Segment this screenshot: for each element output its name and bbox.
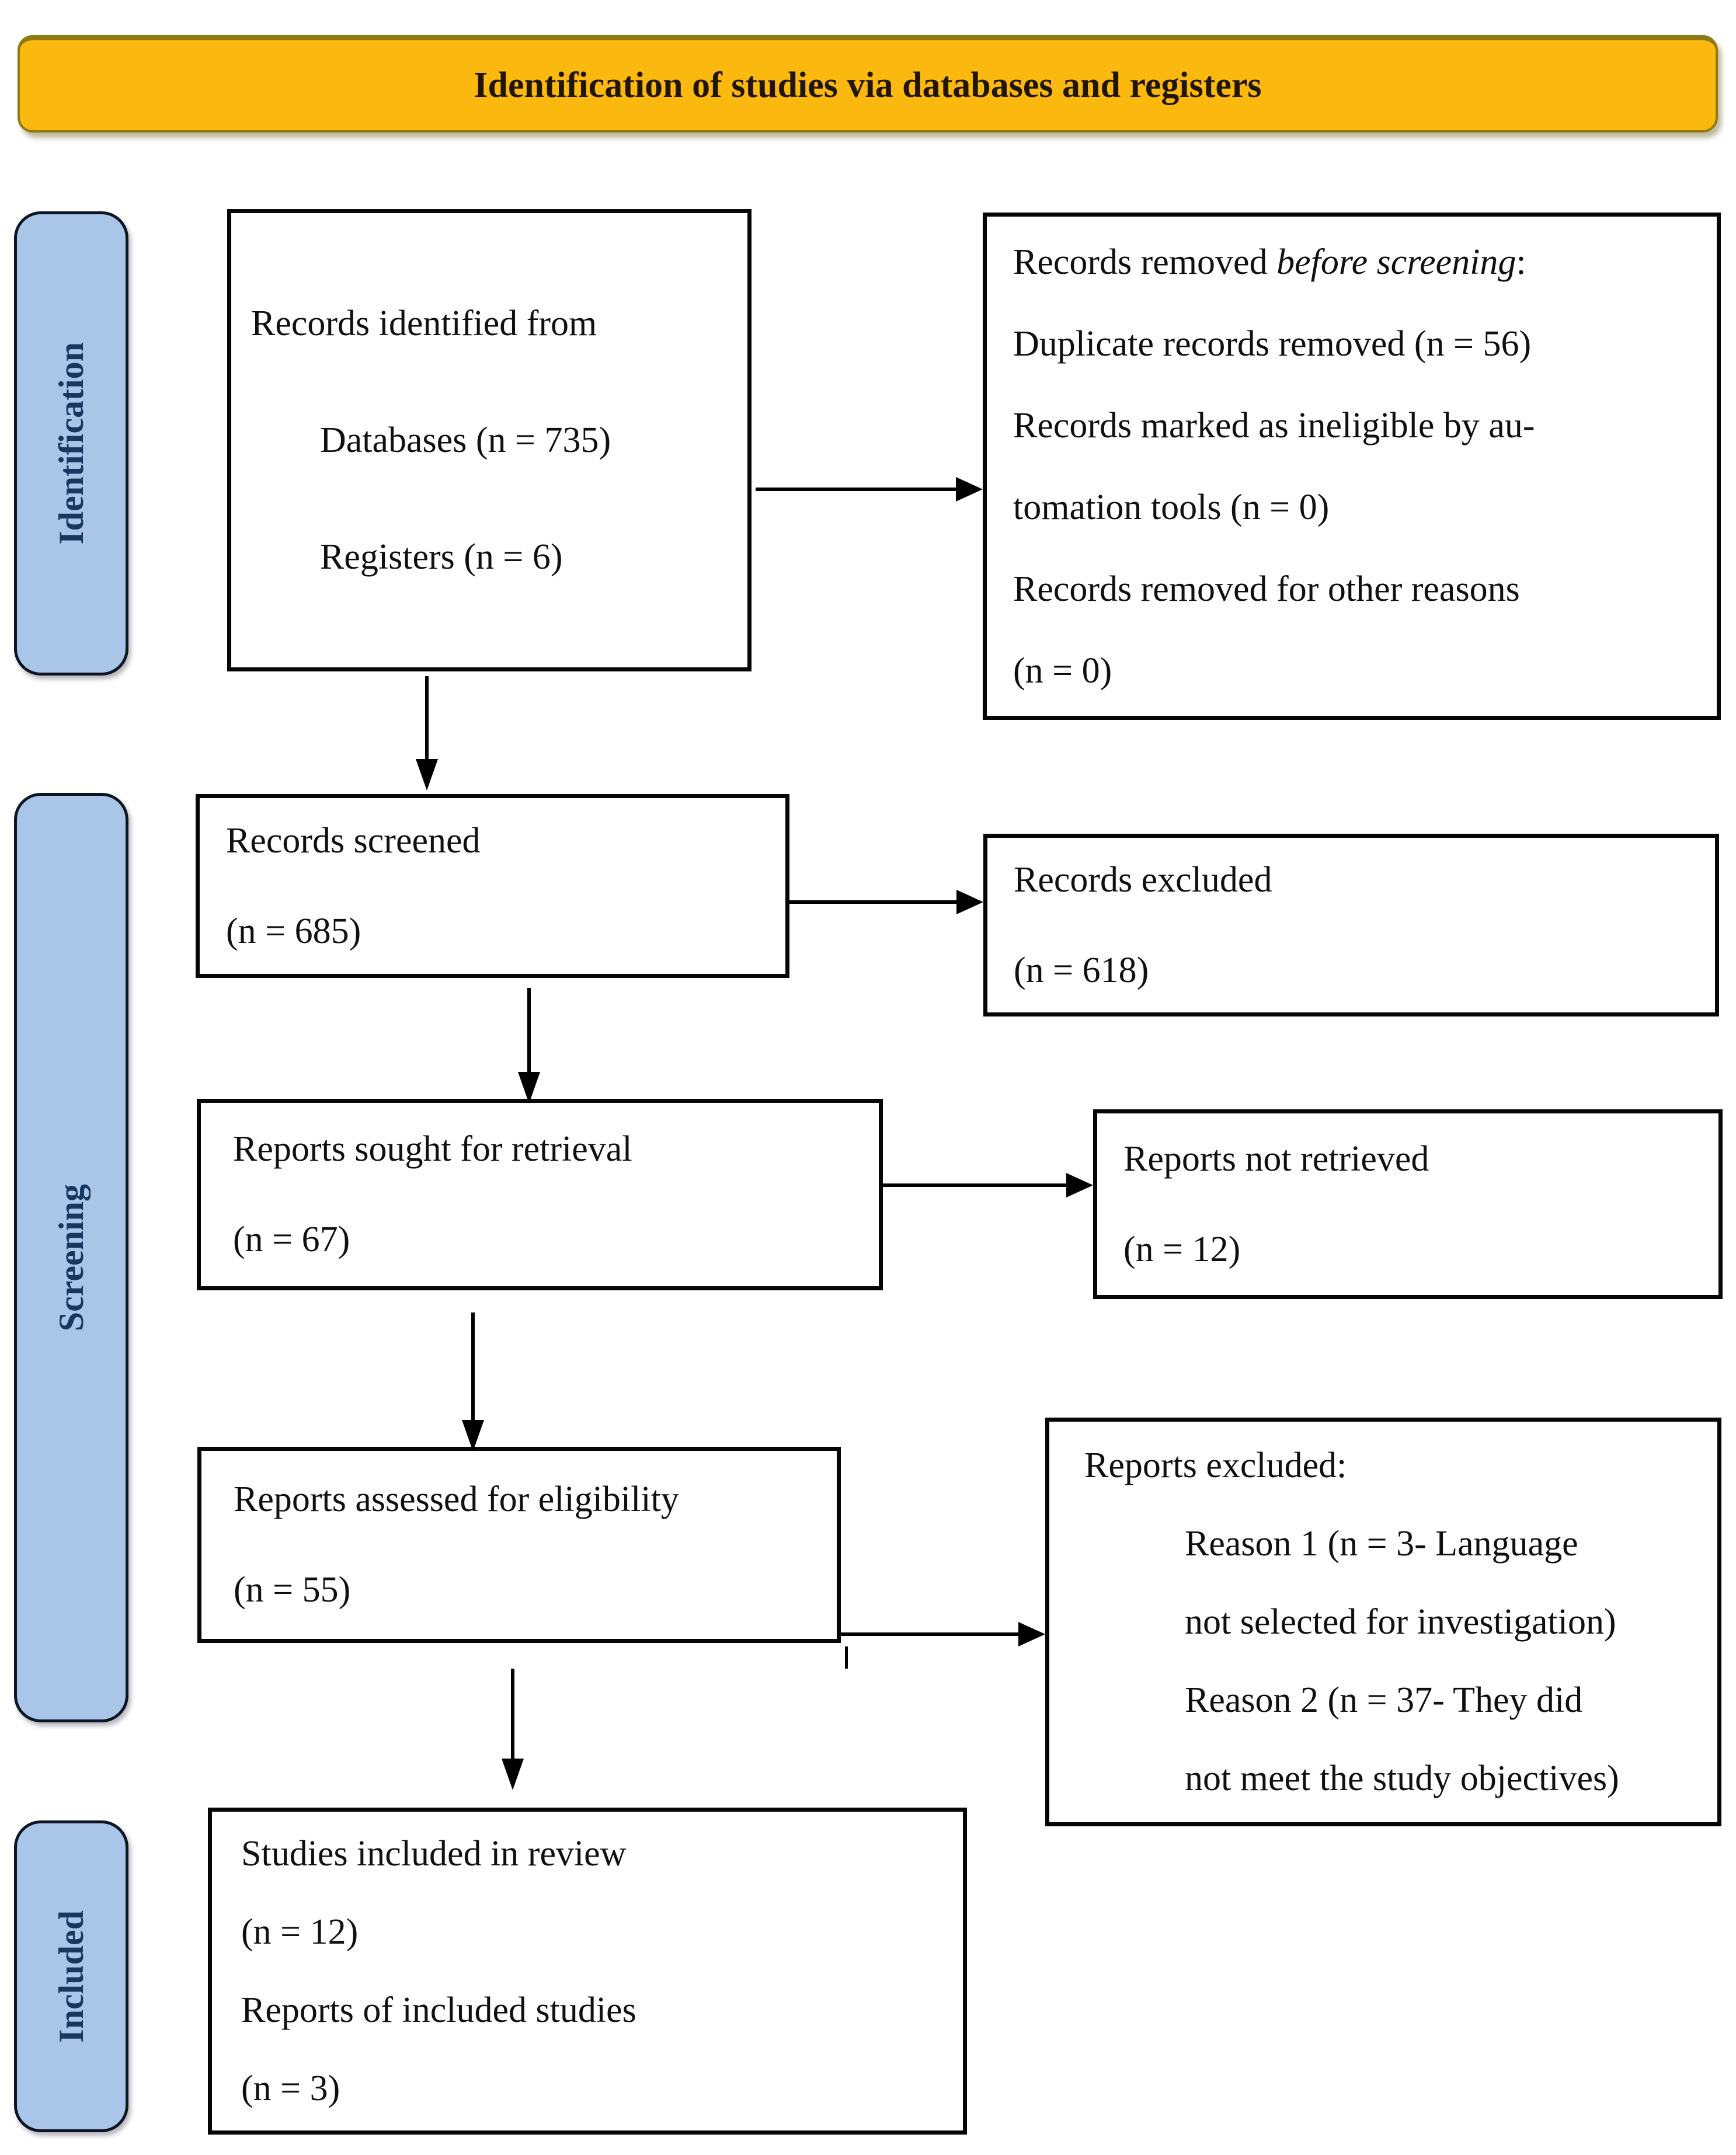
box-reports-excluded-reason: not meet the study objectives): [1185, 1759, 1619, 1798]
box-studies-included-line: Reports of included studies: [241, 1990, 636, 2030]
box-records-excluded-count: (n = 618): [1014, 950, 1149, 990]
box-records-removed-line: Records removed for other reasons: [1013, 569, 1520, 609]
arrow-identified-to-screened-line: [425, 676, 429, 759]
box-reports-excluded-heading: Reports excluded:: [1084, 1446, 1347, 1485]
stage-label-screening-text: Screening: [51, 1183, 91, 1332]
arrow-assessed-to-reports-excluded-line: [841, 1632, 1021, 1636]
box-records-removed-line: tomation tools (n = 0): [1013, 487, 1330, 527]
arrow-assessed-to-included-line: [511, 1669, 514, 1760]
box-studies-included-count: (n = 3): [241, 2069, 340, 2108]
stray-mark: [845, 1646, 848, 1669]
box-records-screened-line: Records screened: [226, 820, 481, 861]
box-reports-sought: Reports sought for retrieval (n = 67): [197, 1099, 883, 1290]
box-records-screened-count: (n = 685): [226, 911, 361, 951]
arrow-screened-to-excluded-line: [789, 900, 958, 904]
box-studies-included-count: (n = 12): [241, 1912, 359, 1952]
box-reports-assessed-line: Reports assessed for eligibility: [234, 1479, 679, 1519]
stage-label-identification-text: Identification: [51, 342, 91, 545]
box-records-removed-line: (n = 0): [1013, 650, 1112, 691]
records-removed-prefix: Records removed: [1013, 242, 1277, 282]
box-reports-sought-line: Reports sought for retrieval: [233, 1129, 632, 1169]
arrow-sought-to-not-retrieved-line: [883, 1183, 1069, 1187]
arrow-screened-to-sought-line: [527, 988, 531, 1073]
box-records-identified: Records identified from Databases (n = 7…: [227, 209, 752, 671]
arrow-assessed-to-reports-excluded-head: [1018, 1622, 1045, 1646]
arrow-assessed-to-included-head: [502, 1759, 524, 1790]
box-reports-excluded: Reports excluded: Reason 1 (n = 3- Langu…: [1045, 1418, 1721, 1826]
arrow-identified-to-removed-head: [956, 477, 983, 502]
box-reports-excluded-reason: Reason 2 (n = 37- They did: [1185, 1680, 1583, 1720]
box-records-removed-before-screening: Records removed before screening: Duplic…: [983, 213, 1721, 720]
arrow-identified-to-screened-head: [416, 759, 438, 791]
box-records-excluded-line: Records excluded: [1014, 859, 1272, 900]
banner: Identification of studies via databases …: [18, 35, 1718, 133]
arrow-sought-to-not-retrieved-head: [1066, 1173, 1093, 1197]
box-records-removed-heading: Records removed before screening:: [1013, 221, 1717, 303]
box-records-identified-line: Records identified from: [251, 304, 597, 343]
box-reports-not-retrieved-count: (n = 12): [1123, 1229, 1241, 1269]
stage-label-included-text: Included: [51, 1910, 91, 2043]
box-reports-excluded-reason: Reason 1 (n = 3- Language: [1185, 1524, 1578, 1564]
box-records-removed-line: Duplicate records removed (n = 56): [1013, 323, 1532, 364]
box-records-screened: Records screened (n = 685): [196, 794, 789, 978]
box-reports-sought-count: (n = 67): [233, 1220, 350, 1259]
arrow-sought-to-assessed-line: [471, 1313, 475, 1421]
stage-label-included: Included: [14, 1820, 128, 2132]
stage-label-identification: Identification: [14, 211, 128, 676]
arrow-screened-to-excluded-head: [956, 890, 983, 914]
box-records-identified-line: Registers (n = 6): [320, 537, 563, 577]
box-reports-assessed: Reports assessed for eligibility (n = 55…: [197, 1447, 841, 1643]
records-removed-suffix: :: [1516, 242, 1526, 282]
box-reports-not-retrieved-line: Reports not retrieved: [1123, 1139, 1429, 1179]
box-reports-not-retrieved: Reports not retrieved (n = 12): [1093, 1109, 1723, 1299]
arrow-screened-to-sought-head: [518, 1072, 540, 1103]
box-records-identified-line: Databases (n = 735): [320, 420, 611, 460]
records-removed-italic: before screening: [1276, 242, 1516, 282]
box-reports-assessed-count: (n = 55): [234, 1570, 351, 1610]
box-studies-included-line: Studies included in review: [241, 1834, 627, 1874]
arrow-identified-to-removed-line: [756, 488, 957, 491]
arrow-sought-to-assessed-head: [462, 1420, 484, 1451]
banner-title: Identification of studies via databases …: [474, 65, 1262, 105]
box-reports-excluded-reason: not selected for investigation): [1185, 1602, 1616, 1642]
box-records-excluded: Records excluded (n = 618): [983, 834, 1719, 1016]
stage-label-screening: Screening: [14, 793, 128, 1722]
box-records-removed-line: Records marked as ineligible by au-: [1013, 405, 1535, 445]
box-studies-included: Studies included in review (n = 12) Repo…: [208, 1808, 967, 2135]
